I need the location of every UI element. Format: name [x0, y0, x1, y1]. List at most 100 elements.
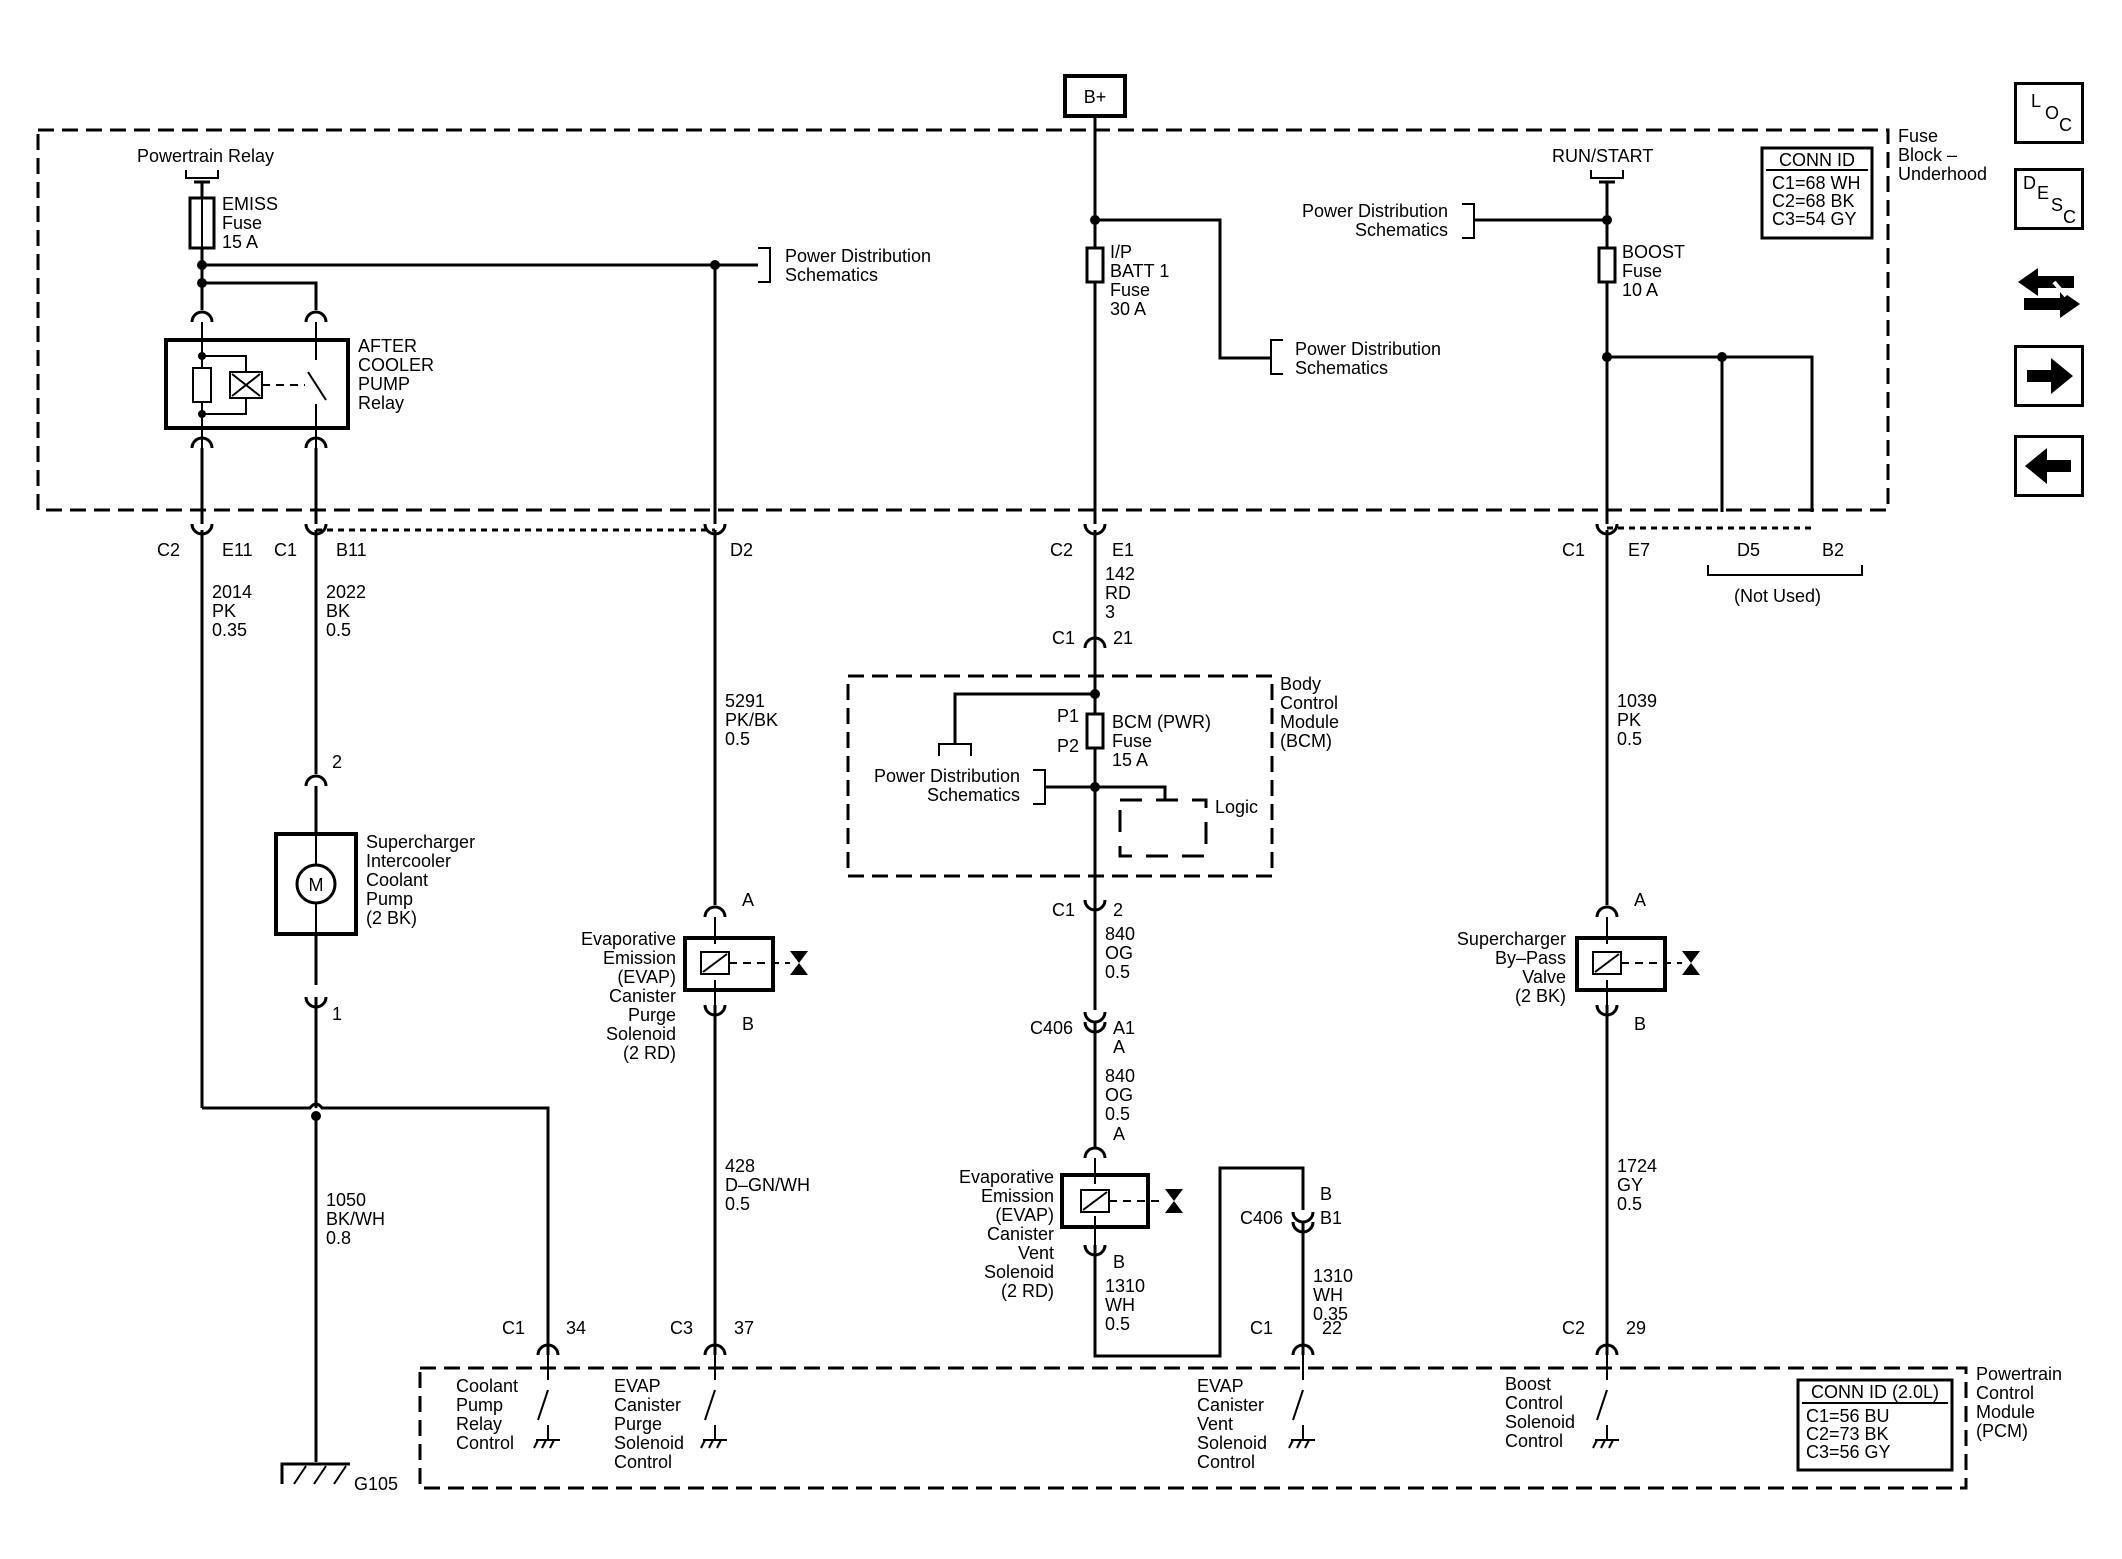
svg-text:Fuse: Fuse	[1898, 126, 1938, 146]
svg-text:Schematics: Schematics	[1295, 358, 1388, 378]
svg-text:0.35: 0.35	[1313, 1304, 1348, 1324]
svg-text:Logic: Logic	[1215, 797, 1258, 817]
svg-text:PUMP: PUMP	[358, 374, 410, 394]
after-cooler-pump-relay	[164, 322, 350, 448]
svg-text:D: D	[2023, 173, 2036, 193]
svg-text:0.35: 0.35	[212, 620, 247, 640]
svg-text:WH: WH	[1105, 1295, 1135, 1315]
svg-text:E11: E11	[222, 540, 253, 560]
svg-text:C1=56 BU: C1=56 BU	[1806, 1406, 1890, 1426]
description-button[interactable]: D E S C	[2014, 168, 2084, 230]
svg-text:Control: Control	[456, 1433, 514, 1453]
svg-text:I/P: I/P	[1110, 242, 1132, 262]
evap-vent-solenoid	[1060, 1158, 1183, 1245]
svg-text:E: E	[2037, 183, 2049, 203]
svg-text:C3=56 GY: C3=56 GY	[1806, 1442, 1891, 1462]
svg-text:P2: P2	[1057, 736, 1079, 756]
svg-text:G105: G105	[354, 1474, 398, 1494]
svg-text:Intercooler: Intercooler	[366, 851, 451, 871]
pcm-outline	[418, 1366, 1968, 1490]
svg-text:Underhood: Underhood	[1898, 164, 1987, 184]
pcm-conn-id: CONN ID (2.0L) C1=56 BU C2=73 BK C3=56 G…	[1796, 1378, 1954, 1472]
svg-text:CONN ID: CONN ID	[1779, 150, 1855, 170]
svg-text:1724: 1724	[1617, 1156, 1657, 1176]
arrow-right-icon	[2027, 358, 2073, 394]
svg-text:RD: RD	[1105, 583, 1131, 603]
svg-text:Control: Control	[1505, 1393, 1563, 1413]
svg-text:0.5: 0.5	[725, 729, 750, 749]
svg-text:Vent: Vent	[1018, 1243, 1054, 1263]
svg-text:Fuse: Fuse	[222, 213, 262, 233]
supercharger-bypass-valve	[1575, 917, 1700, 1005]
svg-text:Purge: Purge	[614, 1414, 662, 1434]
svg-text:1310: 1310	[1313, 1266, 1353, 1286]
svg-text:Control: Control	[1280, 693, 1338, 713]
svg-text:C2: C2	[157, 540, 180, 560]
svg-text:37: 37	[734, 1318, 754, 1338]
svg-text:428: 428	[725, 1156, 755, 1176]
svg-text:30 A: 30 A	[1110, 299, 1146, 319]
svg-text:0.5: 0.5	[725, 1194, 750, 1214]
svg-text:Canister: Canister	[609, 986, 676, 1006]
svg-text:EVAP: EVAP	[1197, 1376, 1244, 1396]
svg-text:2022: 2022	[326, 582, 366, 602]
svg-text:5291: 5291	[725, 691, 765, 711]
svg-text:0.5: 0.5	[1105, 962, 1130, 982]
svg-text:0.5: 0.5	[326, 620, 351, 640]
svg-text:0.5: 0.5	[1617, 729, 1642, 749]
location-button[interactable]: L O C	[2014, 82, 2084, 144]
svg-text:Fuse: Fuse	[1622, 261, 1662, 281]
next-button[interactable]	[2014, 345, 2084, 407]
powertrain-relay-terminal	[185, 170, 219, 184]
svg-text:Module: Module	[1976, 1402, 2035, 1422]
svg-text:Coolant: Coolant	[456, 1376, 518, 1396]
svg-text:C: C	[2059, 115, 2072, 135]
svg-text:Body: Body	[1280, 674, 1321, 694]
run-start-terminal	[1590, 170, 1624, 184]
ip-batt-fuse	[1085, 246, 1105, 284]
svg-text:Relay: Relay	[456, 1414, 502, 1434]
svg-text:CONN ID (2.0L): CONN ID (2.0L)	[1811, 1382, 1939, 1402]
swap-button[interactable]	[2014, 262, 2084, 324]
svg-text:C3=54 GY: C3=54 GY	[1772, 209, 1857, 229]
svg-text:C2: C2	[1562, 1318, 1585, 1338]
svg-text:Relay: Relay	[358, 393, 404, 413]
svg-text:COOLER: COOLER	[358, 355, 434, 375]
svg-text:21: 21	[1113, 628, 1133, 648]
svg-text:BOOST: BOOST	[1622, 242, 1685, 262]
pcm-coolant-pump-relay-driver	[533, 1355, 560, 1449]
svg-text:840: 840	[1105, 1066, 1135, 1086]
evap-purge-solenoid	[683, 917, 808, 1005]
svg-text:Control: Control	[1197, 1452, 1255, 1472]
svg-text:A: A	[1113, 1037, 1125, 1057]
svg-text:A: A	[1634, 890, 1646, 910]
svg-text:Powertrain: Powertrain	[1976, 1364, 2062, 1384]
svg-text:B: B	[1320, 1184, 1332, 1204]
svg-text:C: C	[2063, 207, 2076, 227]
svg-text:Schematics: Schematics	[1355, 220, 1448, 240]
svg-text:(2 RD): (2 RD)	[1001, 1281, 1054, 1301]
svg-text:1050: 1050	[326, 1190, 366, 1210]
svg-text:D–GN/WH: D–GN/WH	[725, 1175, 810, 1195]
svg-text:1310: 1310	[1105, 1276, 1145, 1296]
back-button[interactable]	[2014, 435, 2084, 497]
svg-text:Evaporative: Evaporative	[959, 1167, 1054, 1187]
svg-text:2: 2	[1113, 900, 1123, 920]
svg-text:C1=68 WH: C1=68 WH	[1772, 173, 1861, 193]
svg-text:Solenoid: Solenoid	[1197, 1433, 1267, 1453]
svg-text:(EVAP): (EVAP)	[995, 1205, 1054, 1225]
svg-text:15 A: 15 A	[222, 232, 258, 252]
svg-text:Block –: Block –	[1898, 145, 1957, 165]
svg-text:C1: C1	[1250, 1318, 1273, 1338]
svg-text:C1: C1	[1562, 540, 1585, 560]
pcm-purge-solenoid-driver	[700, 1355, 727, 1449]
svg-text:Vent: Vent	[1197, 1414, 1233, 1434]
svg-text:C406: C406	[1030, 1018, 1073, 1038]
svg-text:15 A: 15 A	[1112, 750, 1148, 770]
svg-text:B: B	[1634, 1014, 1646, 1034]
svg-text:(EVAP): (EVAP)	[617, 967, 676, 987]
svg-text:B2: B2	[1822, 540, 1844, 560]
svg-text:C1: C1	[1052, 900, 1075, 920]
svg-text:Supercharger: Supercharger	[366, 832, 475, 852]
